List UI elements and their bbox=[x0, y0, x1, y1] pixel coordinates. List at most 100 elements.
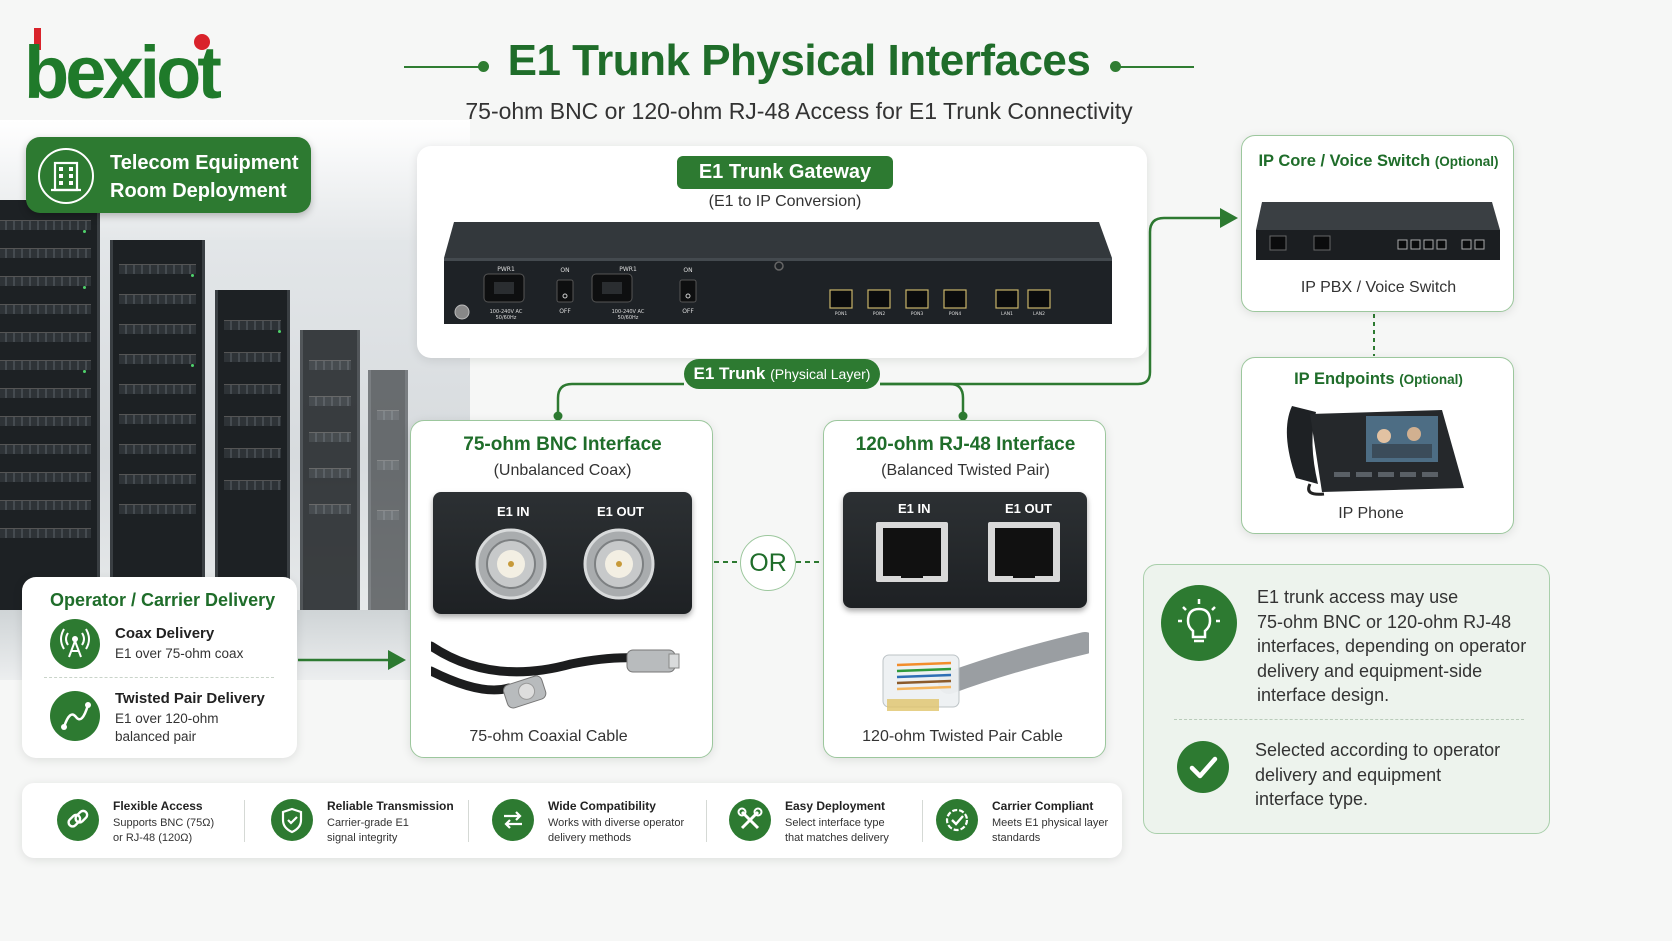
note-divider bbox=[1174, 719, 1524, 720]
twisted-pair-delivery-title: Twisted Pair Delivery bbox=[115, 690, 265, 707]
feature-carrier-compliant: Carrier Compliant Meets E1 physical laye… bbox=[936, 783, 1116, 858]
pwr1-label: PWR1 bbox=[497, 266, 515, 273]
port-pon1: PON1 bbox=[835, 311, 848, 317]
server-rack bbox=[110, 240, 205, 620]
bnc-connectors bbox=[475, 528, 655, 600]
note-line: delivery and equipment-side bbox=[1257, 660, 1483, 681]
check-icon bbox=[1177, 741, 1229, 793]
feature-title: Easy Deployment bbox=[785, 799, 886, 813]
feature-separator bbox=[468, 800, 469, 842]
badge-line-1: Telecom Equipment bbox=[110, 152, 299, 174]
ac1-label: 100-240V AC bbox=[490, 309, 523, 315]
pwr2-label: PWR1 bbox=[619, 266, 637, 273]
twisted-pair-cable-image bbox=[882, 632, 1089, 711]
rj48-subtitle: (Balanced Twisted Pair) bbox=[881, 462, 1050, 479]
operator-title: Operator / Carrier Delivery bbox=[50, 590, 276, 610]
gateway-sublabel: (E1 to IP Conversion) bbox=[708, 193, 862, 210]
title-rule-left bbox=[404, 66, 482, 68]
note-line: interface design. bbox=[1257, 685, 1390, 705]
operator-divider bbox=[44, 677, 274, 678]
tools-icon bbox=[729, 799, 771, 841]
feature-title: Reliable Transmission bbox=[327, 799, 454, 813]
trunk-qualifier: (Physical Layer) bbox=[770, 366, 871, 382]
lightbulb-icon bbox=[1161, 585, 1237, 661]
port-pon4: PON4 bbox=[949, 311, 962, 317]
ip-phone-label: IP Phone bbox=[1338, 505, 1404, 522]
note-line: 75-ohm BNC or 120-ohm RJ-48 bbox=[1257, 611, 1512, 632]
ip-core-optional: (Optional) bbox=[1434, 154, 1499, 169]
coax-cable-label: 75-ohm Coaxial Cable bbox=[469, 728, 628, 745]
badge-text: Telecom Equipment Room Deployment bbox=[110, 149, 310, 205]
e1-trunk-tag: E1 Trunk (Physical Layer) bbox=[684, 359, 880, 389]
trunk-label: E1 Trunk bbox=[693, 364, 766, 383]
bnc-subtitle: (Unbalanced Coax) bbox=[493, 462, 632, 479]
rj48-in-label: E1 IN bbox=[898, 501, 931, 516]
title-dot-right bbox=[1110, 61, 1121, 72]
feature-flexible-access: Flexible Access Supports BNC (75Ω)or RJ-… bbox=[57, 783, 257, 858]
building-icon bbox=[38, 148, 94, 204]
twisted-pair-delivery-sub2: balanced pair bbox=[115, 729, 197, 744]
logo-text: bexiot bbox=[24, 31, 221, 112]
server-rack bbox=[300, 330, 360, 620]
ip-endpoints-card: IP Endpoints (Optional) IP Phone bbox=[1241, 357, 1514, 534]
note-text-1: E1 trunk access may use 75-ohm BNC or 12… bbox=[1257, 585, 1526, 708]
note-line: delivery and equipment bbox=[1255, 764, 1442, 785]
ip-core-title: IP Core / Voice Switch (Optional) bbox=[1242, 152, 1515, 171]
ip-endpoints-title: IP Endpoints (Optional) bbox=[1242, 370, 1515, 389]
page-title: E1 Trunk Physical Interfaces bbox=[507, 36, 1091, 85]
feature-title: Flexible Access bbox=[113, 799, 203, 813]
deployment-badge: Telecom Equipment Room Deployment bbox=[26, 137, 311, 213]
info-note-card: E1 trunk access may use 75-ohm BNC or 12… bbox=[1143, 564, 1550, 834]
badge-check-icon bbox=[936, 799, 978, 841]
feature-title: Wide Compatibility bbox=[548, 799, 656, 813]
twisted-pair-delivery-sub1: E1 over 120-ohm bbox=[115, 711, 219, 726]
port-pon3: PON3 bbox=[911, 311, 924, 317]
port-pon2: PON2 bbox=[873, 311, 886, 317]
rj48-out-label: E1 OUT bbox=[1005, 501, 1052, 516]
ip-phone-image bbox=[1286, 406, 1464, 496]
feature-separator bbox=[922, 800, 923, 842]
feature-title: Carrier Compliant bbox=[992, 799, 1094, 813]
bnc-in-label: E1 IN bbox=[497, 504, 530, 519]
ac2-label: 100-240V AC bbox=[612, 309, 645, 315]
ip-core-card: IP Core / Voice Switch (Optional) IP PBX… bbox=[1241, 135, 1514, 312]
feature-separator bbox=[244, 800, 245, 842]
rj48-title: 120-ohm RJ-48 Interface bbox=[855, 434, 1076, 455]
title-dot-left bbox=[478, 61, 489, 72]
bnc-interface-card: 75-ohm BNC Interface (Unbalanced Coax) E… bbox=[410, 420, 713, 758]
bnc-panel: E1 IN E1 OUT bbox=[433, 492, 692, 614]
feature-separator bbox=[706, 800, 707, 842]
cable-icon bbox=[50, 691, 100, 741]
coax-delivery-sub: E1 over 75-ohm coax bbox=[115, 646, 244, 661]
on2-label: ON bbox=[683, 267, 692, 274]
coax-delivery-title: Coax Delivery bbox=[115, 625, 215, 642]
server-rack bbox=[0, 200, 100, 620]
off-label: OFF bbox=[559, 308, 571, 315]
rj48-panel: E1 IN E1 OUT bbox=[843, 492, 1087, 608]
title-block: E1 Trunk Physical Interfaces bbox=[404, 36, 1194, 96]
coax-cable-image bbox=[431, 641, 680, 709]
note-line: Selected according to operator bbox=[1255, 740, 1501, 760]
rj48-interface-card: 120-ohm RJ-48 Interface (Balanced Twiste… bbox=[823, 420, 1106, 758]
bnc-out-label: E1 OUT bbox=[597, 504, 644, 519]
twisted-pair-label: 120-ohm Twisted Pair Cable bbox=[862, 728, 1063, 745]
page-subtitle: 75-ohm BNC or 120-ohm RJ-48 Access for E… bbox=[465, 98, 1133, 124]
note-line: interface type. bbox=[1255, 789, 1369, 809]
feature-sub: Supports BNC (75Ω)or RJ-48 (120Ω) bbox=[113, 817, 215, 844]
ip-core-title-text: IP Core / Voice Switch bbox=[1258, 152, 1431, 170]
ip-endpoints-optional: (Optional) bbox=[1399, 372, 1463, 387]
server-rack bbox=[215, 290, 290, 620]
ac2b-label: 50/60Hz bbox=[618, 315, 639, 321]
port-lan2: LAN2 bbox=[1033, 311, 1045, 317]
note-line: E1 trunk access may use bbox=[1257, 587, 1459, 607]
gateway-label: E1 Trunk Gateway bbox=[677, 156, 893, 189]
shield-icon bbox=[271, 799, 313, 841]
on-label: ON bbox=[560, 267, 569, 274]
gateway-device: PWR1 100-240V AC 50/60Hz ON OFF PWR1 100… bbox=[444, 218, 1112, 326]
port-lan1: LAN1 bbox=[1001, 311, 1013, 317]
